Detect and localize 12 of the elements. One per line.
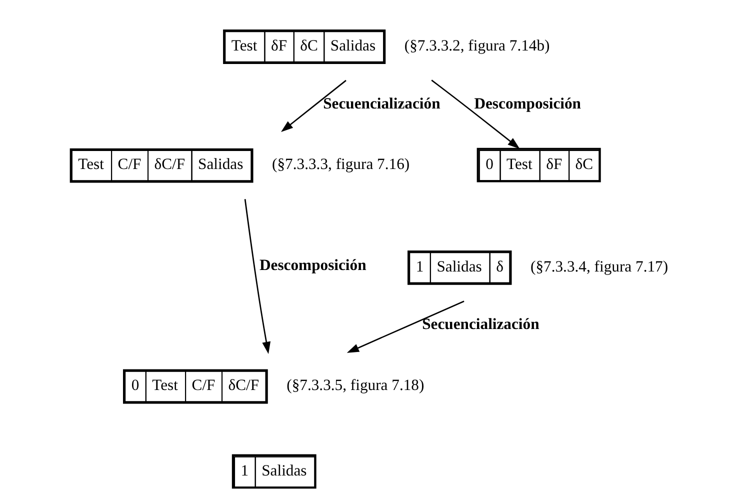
- edge-label: Descomposición: [259, 256, 366, 274]
- edge-label: Descomposición: [474, 95, 580, 112]
- node-label: (§7.3.3.4, figura 7.17): [530, 258, 668, 276]
- node-label: (§7.3.3.3, figura 7.16): [272, 156, 410, 174]
- arrow: [346, 300, 464, 353]
- arrow: [430, 80, 520, 149]
- node-label: (§7.3.3.5, figura 7.18): [286, 377, 424, 394]
- arrow: [244, 199, 270, 354]
- arrow: [280, 80, 346, 132]
- edge-label: Secuencialización: [322, 95, 440, 112]
- edge-label: Secuencialización: [422, 316, 539, 334]
- node-label: (§7.3.3.2, figura 7.14b): [404, 37, 550, 54]
